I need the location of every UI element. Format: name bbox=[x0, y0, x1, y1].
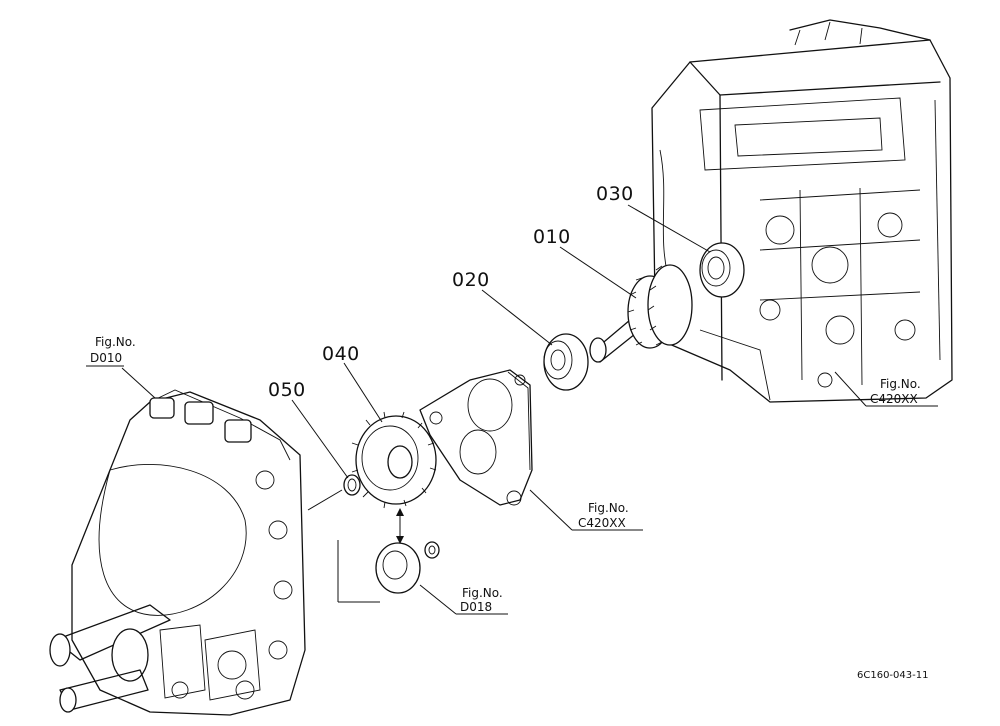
part-number-050: 050 bbox=[268, 379, 306, 401]
fig-ref-c420-cover: C420XX bbox=[578, 516, 626, 530]
fig-ref-d010: D010 bbox=[90, 351, 122, 365]
fig-label-c420-housing: Fig.No. bbox=[880, 377, 921, 391]
gear-d018 bbox=[375, 541, 440, 594]
part-number-020: 020 bbox=[452, 269, 490, 291]
axis-lines bbox=[307, 489, 380, 603]
bearing-cover bbox=[419, 369, 533, 506]
fig-label-d010: Fig.No. bbox=[95, 335, 136, 349]
part-number-030: 030 bbox=[596, 183, 634, 205]
leader-lines bbox=[86, 204, 938, 615]
bearing-030 bbox=[699, 242, 745, 298]
transmission-housing bbox=[651, 19, 953, 403]
part-number-040: 040 bbox=[322, 343, 360, 365]
engagement-arrow bbox=[396, 508, 404, 544]
shaft-gear-010 bbox=[589, 264, 693, 363]
fig-ref-c420-housing: C420XX bbox=[870, 392, 918, 406]
drawing-code: 6C160-043-11 bbox=[857, 670, 928, 681]
part-number-010: 010 bbox=[533, 226, 571, 248]
fig-ref-d018: D018 bbox=[460, 600, 492, 614]
bearing-020 bbox=[543, 333, 589, 391]
gear-040 bbox=[351, 411, 437, 509]
gear-case bbox=[49, 389, 306, 716]
fig-label-d018: Fig.No. bbox=[462, 586, 503, 600]
fig-label-c420-cover: Fig.No. bbox=[588, 501, 629, 515]
snap-ring-050 bbox=[343, 474, 361, 496]
